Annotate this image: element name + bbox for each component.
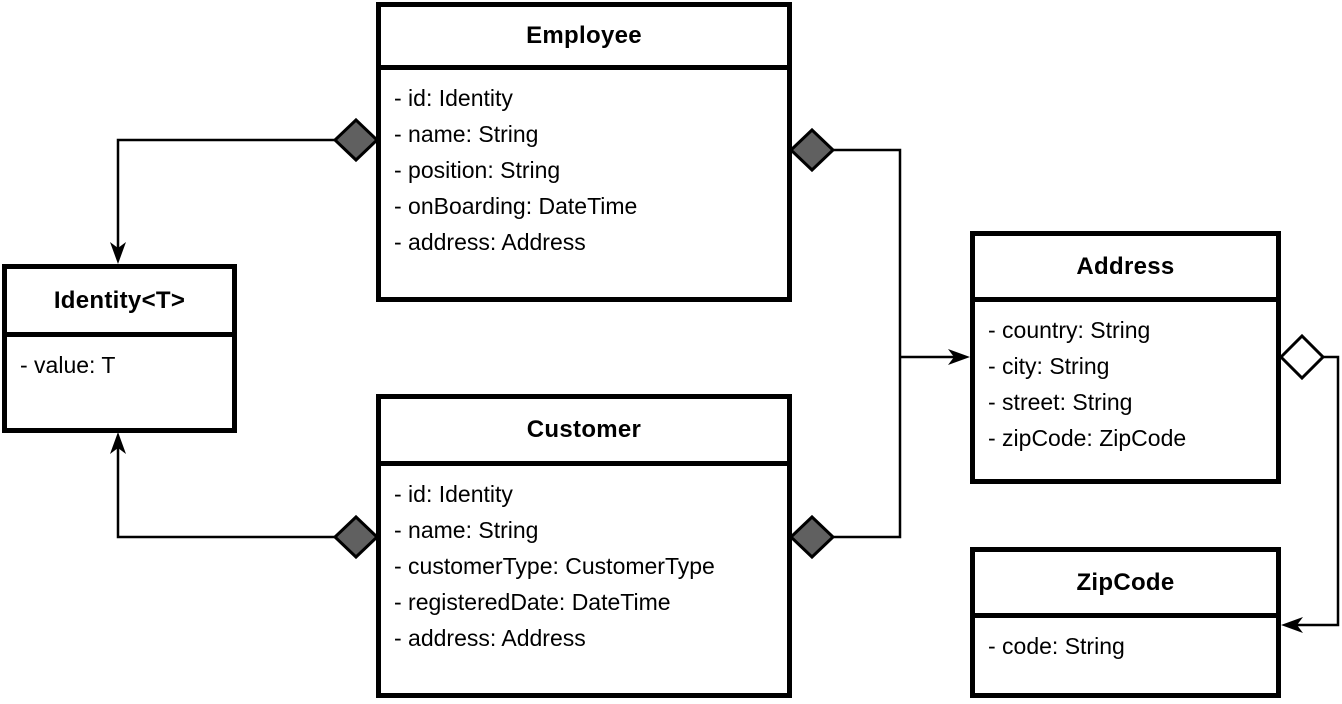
class-attributes-employee: - id: Identity - name: String - position… <box>381 70 787 270</box>
attribute-row: - customerType: CustomerType <box>394 553 715 579</box>
aggregation-address-zipcode <box>1278 333 1340 633</box>
aggregation-diamond-icon <box>1278 333 1326 381</box>
class-box-employee: Employee - id: Identity - name: String -… <box>376 2 792 302</box>
attribute-row: - zipCode: ZipCode <box>988 425 1187 451</box>
attribute-row: - id: Identity <box>394 481 513 507</box>
attribute-row: - address: Address <box>394 625 586 651</box>
composition-employee-identity <box>110 117 380 264</box>
composition-employee-customer-address <box>788 127 970 560</box>
class-title-address: Address <box>975 236 1276 302</box>
composition-diamond-icon <box>332 514 380 560</box>
arrowhead-icon <box>110 242 126 264</box>
connector-line <box>1296 355 1340 627</box>
connector-line <box>116 446 335 539</box>
composition-diamond-icon <box>788 514 836 560</box>
attribute-row: - onBoarding: DateTime <box>394 193 638 219</box>
class-title-customer: Customer <box>381 399 787 466</box>
class-attributes-identity: - value: T <box>7 337 232 393</box>
composition-diamond-icon <box>332 117 380 163</box>
class-attributes-zipcode: - code: String <box>975 618 1276 674</box>
class-title-identity: Identity<T> <box>7 269 232 337</box>
attribute-row: - position: String <box>394 157 561 183</box>
attribute-row: - name: String <box>394 517 539 543</box>
arrowhead-icon <box>1281 617 1303 633</box>
attribute-row: - city: String <box>988 353 1110 379</box>
attribute-row: - name: String <box>394 121 539 147</box>
class-box-customer: Customer - id: Identity - name: String -… <box>376 394 792 698</box>
arrowhead-icon <box>110 432 126 454</box>
attribute-row: - address: Address <box>394 229 586 255</box>
attribute-row: - country: String <box>988 317 1151 343</box>
arrowhead-icon <box>948 349 970 365</box>
class-box-zipcode: ZipCode - code: String <box>970 547 1281 698</box>
class-title-employee: Employee <box>381 7 787 70</box>
class-box-address: Address - country: String - city: String… <box>970 231 1281 484</box>
class-attributes-customer: - id: Identity - name: String - customer… <box>381 466 787 666</box>
composition-diamond-icon <box>788 127 836 173</box>
class-attributes-address: - country: String - city: String - stree… <box>975 302 1276 466</box>
connector-line <box>833 148 902 539</box>
attribute-row: - value: T <box>20 352 116 378</box>
attribute-row: - code: String <box>988 633 1125 659</box>
attribute-row: - id: Identity <box>394 85 513 111</box>
class-title-zipcode: ZipCode <box>975 552 1276 618</box>
composition-customer-identity <box>110 432 380 560</box>
attribute-row: - street: String <box>988 389 1133 415</box>
attribute-row: - registeredDate: DateTime <box>394 589 671 615</box>
connector-line <box>116 138 335 251</box>
class-box-identity: Identity<T> - value: T <box>2 264 237 433</box>
